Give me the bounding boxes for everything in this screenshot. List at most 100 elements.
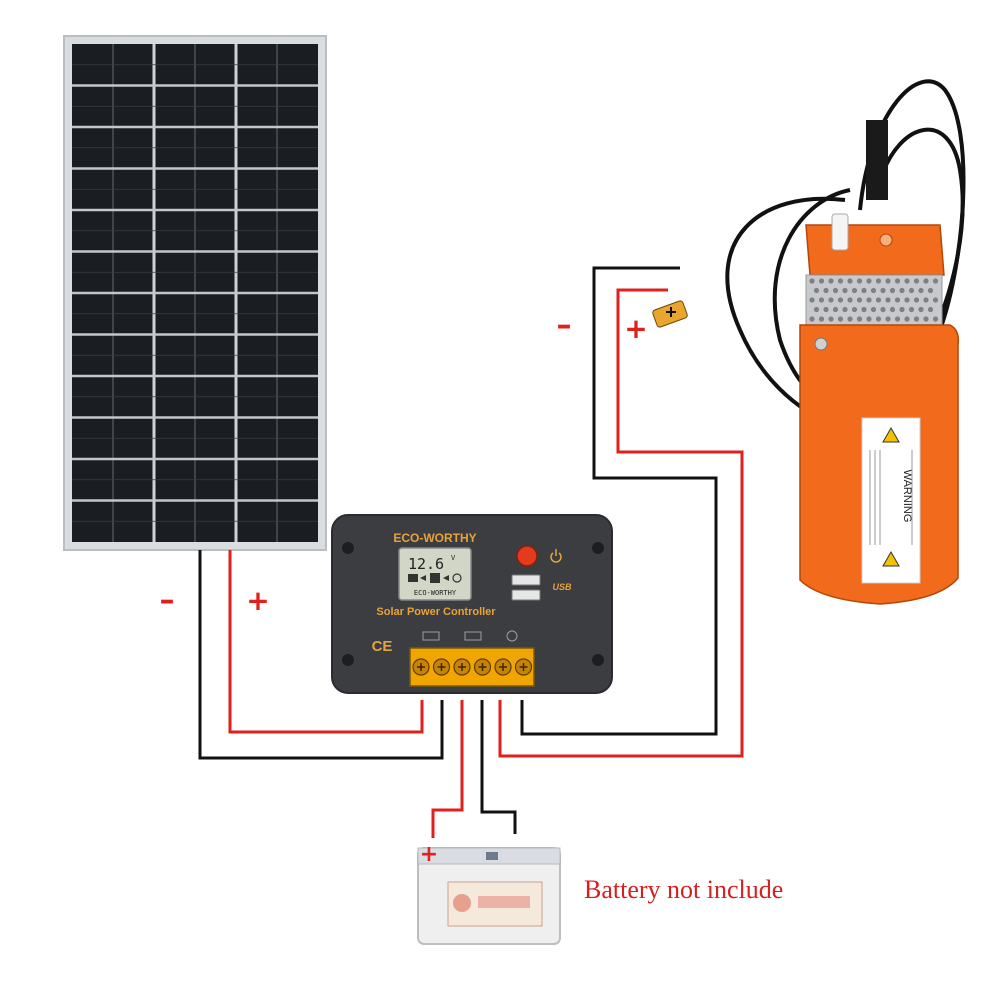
warning-title: WARNING [901, 470, 913, 523]
mesh-hole [818, 297, 825, 303]
lcd-status-icons [408, 573, 462, 583]
pump-top-cap [805, 224, 945, 276]
mesh-hole [837, 278, 844, 284]
solar-panel-grid [72, 44, 318, 542]
battery-logo-icon [453, 894, 471, 912]
body-screw-icon [814, 337, 828, 351]
mesh-hole [908, 306, 915, 313]
mesh-hole [927, 306, 934, 313]
mesh-hole [828, 278, 834, 284]
mesh-hole [842, 287, 848, 294]
panel-negative-wire [198, 550, 444, 760]
mount-hole-icon [592, 542, 604, 554]
mesh-hole [932, 316, 939, 322]
usb-port[interactable] [511, 589, 541, 601]
mesh-hole [813, 306, 820, 313]
mesh-hole [818, 316, 825, 322]
mesh-hole [847, 316, 853, 322]
battery-positive-wire [431, 700, 464, 838]
mesh-hole [913, 278, 920, 284]
battery-caption: Battery not include [584, 875, 783, 904]
usb-port[interactable] [511, 574, 541, 586]
lcd-voltage-unit: V [451, 554, 456, 562]
charge-controller: ECO-WORTHY 12.6 V ECO-WORTHY USB Solar P… [331, 514, 613, 694]
mesh-hole [870, 306, 877, 313]
mesh-hole [894, 297, 901, 303]
pump-negative-sign: – [557, 308, 572, 343]
ce-mark: CE [372, 638, 393, 655]
controller-title: Solar Power Controller [376, 606, 496, 618]
mesh-hole [880, 306, 886, 313]
mesh-hole [856, 278, 863, 284]
mesh-holes [809, 278, 939, 322]
mesh-hole [809, 297, 815, 303]
mesh-hole [918, 306, 924, 313]
battery-vent [486, 852, 498, 860]
mesh-hole [851, 287, 858, 294]
mesh-hole [828, 316, 834, 322]
mesh-hole [932, 278, 939, 284]
battery-negative-wire [480, 700, 517, 834]
mesh-hole [866, 316, 872, 322]
mesh-hole [927, 287, 934, 294]
lcd-voltage-value: 12.6 [408, 555, 444, 573]
mesh-hole [832, 306, 839, 313]
mesh-hole [894, 316, 901, 322]
mesh-hole [851, 306, 858, 313]
mesh-hole [913, 297, 920, 303]
mesh-hole [861, 287, 867, 294]
solar-panel [63, 35, 327, 551]
water-pump: WARNING [652, 79, 966, 605]
mount-hole-icon [342, 542, 354, 554]
pump-negative-wire [520, 266, 718, 736]
controller-brand: ECO-WORTHY [393, 531, 476, 545]
terminal-symbol-icons [422, 630, 518, 642]
mesh-hole [899, 287, 905, 294]
mesh-hole [894, 278, 901, 284]
mesh-hole [885, 278, 891, 284]
mesh-hole [866, 297, 872, 303]
mesh-hole [885, 297, 891, 303]
mount-hole-icon [592, 654, 604, 666]
mesh-hole [870, 287, 877, 294]
pump-positive-sign: + [624, 312, 647, 345]
battery: + Battery not include [417, 842, 783, 945]
mesh-hole [832, 287, 839, 294]
cap-screw-icon [879, 233, 893, 247]
mesh-hole [837, 316, 844, 322]
mesh-hole [823, 306, 829, 313]
mesh-hole [880, 287, 886, 294]
polarity-signs: – + – + [160, 308, 648, 618]
mesh-hole [842, 306, 848, 313]
mount-hole-icon [342, 654, 354, 666]
mesh-hole [918, 287, 924, 294]
pump-outlet [831, 213, 849, 251]
cable-gland [866, 120, 888, 200]
setting-button[interactable] [516, 545, 538, 567]
terminal-block [409, 647, 535, 687]
pump-intake-mesh [805, 274, 943, 326]
panel-positive-sign: + [246, 584, 269, 617]
mesh-hole [889, 306, 896, 313]
warning-triangle-icon [882, 426, 900, 443]
battery-positive-sign: + [420, 842, 438, 867]
mesh-hole [875, 316, 882, 322]
battery-sticker-text-block [478, 896, 530, 908]
mesh-hole [856, 316, 863, 322]
power-icon [550, 549, 562, 563]
mesh-hole [828, 297, 834, 303]
mesh-hole [904, 316, 910, 322]
mesh-hole [899, 306, 905, 313]
mesh-hole [847, 278, 853, 284]
mesh-hole [837, 297, 844, 303]
mesh-hole [904, 278, 910, 284]
mesh-hole [923, 316, 929, 322]
mesh-hole [813, 287, 820, 294]
mesh-hole [847, 297, 853, 303]
mesh-hole [823, 287, 829, 294]
mesh-hole [809, 278, 815, 284]
mesh-hole [818, 278, 825, 284]
mesh-hole [885, 316, 891, 322]
